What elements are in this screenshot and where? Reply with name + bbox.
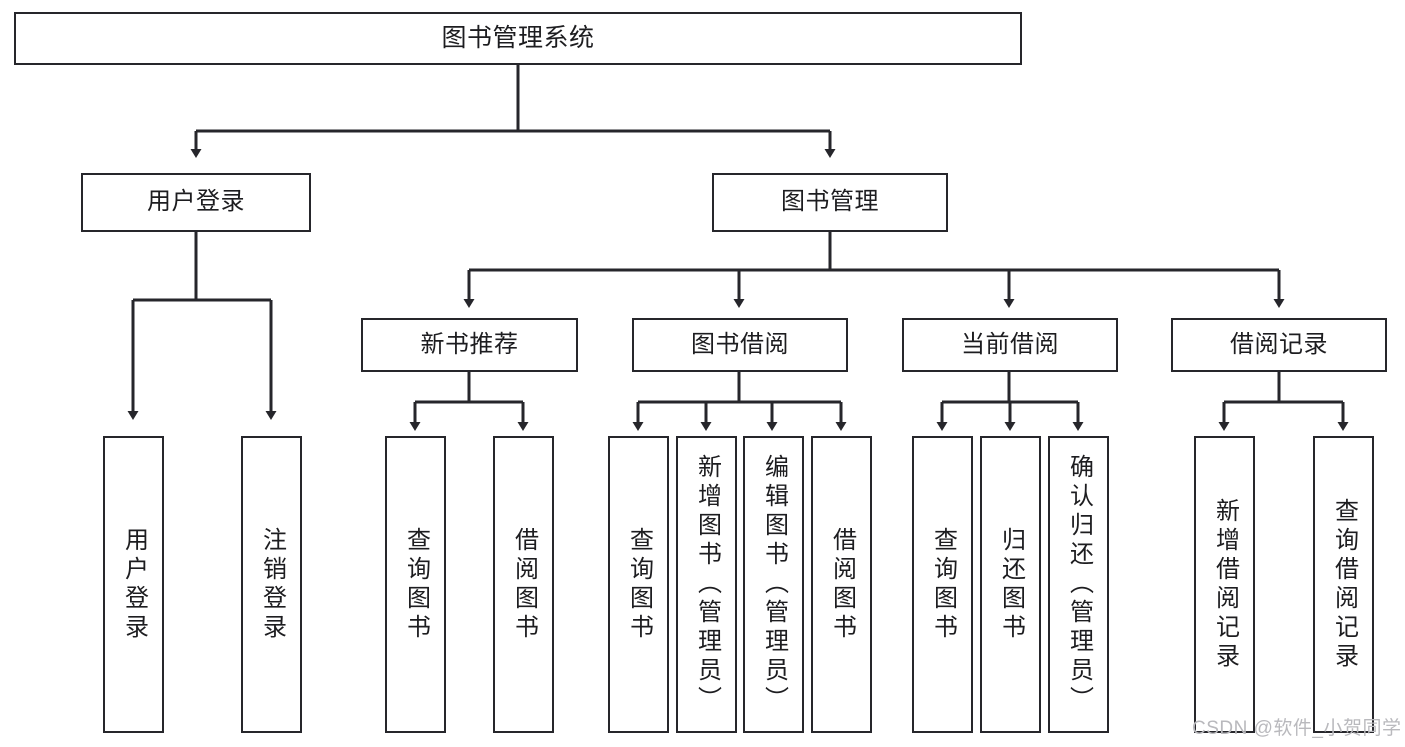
leaf-current-borrow-query-label: 查询图书 (929, 526, 957, 643)
leaf-current-borrow-return-label: 归还图书 (997, 526, 1025, 643)
node-borrow-record-label: 借阅记录 (1230, 330, 1328, 358)
leaf-book-borrow-borrow-label: 借阅图书 (828, 526, 856, 643)
node-user-login[interactable]: 用户登录 (81, 173, 311, 232)
leaf-book-borrow-add-label: 新增图书（管理员） (693, 454, 721, 715)
leaf-new-book-query[interactable]: 查询图书 (385, 436, 446, 733)
leaf-current-borrow-query[interactable]: 查询图书 (912, 436, 973, 733)
leaf-book-borrow-add[interactable]: 新增图书（管理员） (676, 436, 737, 733)
node-book-management[interactable]: 图书管理 (712, 173, 948, 232)
node-book-management-label: 图书管理 (781, 188, 879, 216)
node-current-borrow[interactable]: 当前借阅 (902, 318, 1118, 372)
node-current-borrow-label: 当前借阅 (961, 330, 1059, 358)
leaf-book-borrow-edit-label: 编辑图书（管理员） (760, 454, 788, 715)
leaf-new-book-borrow[interactable]: 借阅图书 (493, 436, 554, 733)
node-root-label: 图书管理系统 (441, 23, 595, 52)
node-user-login-label: 用户登录 (147, 188, 245, 216)
leaf-borrow-record-add[interactable]: 新增借阅记录 (1194, 436, 1255, 733)
leaf-book-borrow-borrow[interactable]: 借阅图书 (811, 436, 872, 733)
leaf-new-book-borrow-label: 借阅图书 (510, 526, 538, 643)
leaf-user-login-logout-label: 注销登录 (258, 526, 286, 643)
node-book-borrow[interactable]: 图书借阅 (632, 318, 848, 372)
leaf-book-borrow-query[interactable]: 查询图书 (608, 436, 669, 733)
leaf-user-login-login-label: 用户登录 (120, 526, 148, 643)
node-borrow-record[interactable]: 借阅记录 (1171, 318, 1387, 372)
node-new-book-recommend[interactable]: 新书推荐 (361, 318, 578, 372)
leaf-current-borrow-confirm-return-label: 确认归还（管理员） (1065, 454, 1093, 715)
leaf-current-borrow-confirm-return[interactable]: 确认归还（管理员） (1048, 436, 1109, 733)
leaf-user-login-logout[interactable]: 注销登录 (241, 436, 302, 733)
leaf-user-login-login[interactable]: 用户登录 (103, 436, 164, 733)
leaf-new-book-query-label: 查询图书 (402, 526, 430, 643)
leaf-book-borrow-query-label: 查询图书 (625, 526, 653, 643)
leaf-borrow-record-add-label: 新增借阅记录 (1211, 497, 1239, 672)
leaf-borrow-record-query[interactable]: 查询借阅记录 (1313, 436, 1374, 733)
leaf-current-borrow-return[interactable]: 归还图书 (980, 436, 1041, 733)
node-book-borrow-label: 图书借阅 (691, 330, 789, 358)
node-root-book-management-system[interactable]: 图书管理系统 (14, 12, 1022, 65)
node-new-book-recommend-label: 新书推荐 (420, 330, 519, 358)
leaf-book-borrow-edit[interactable]: 编辑图书（管理员） (743, 436, 804, 733)
leaf-borrow-record-query-label: 查询借阅记录 (1330, 497, 1358, 672)
